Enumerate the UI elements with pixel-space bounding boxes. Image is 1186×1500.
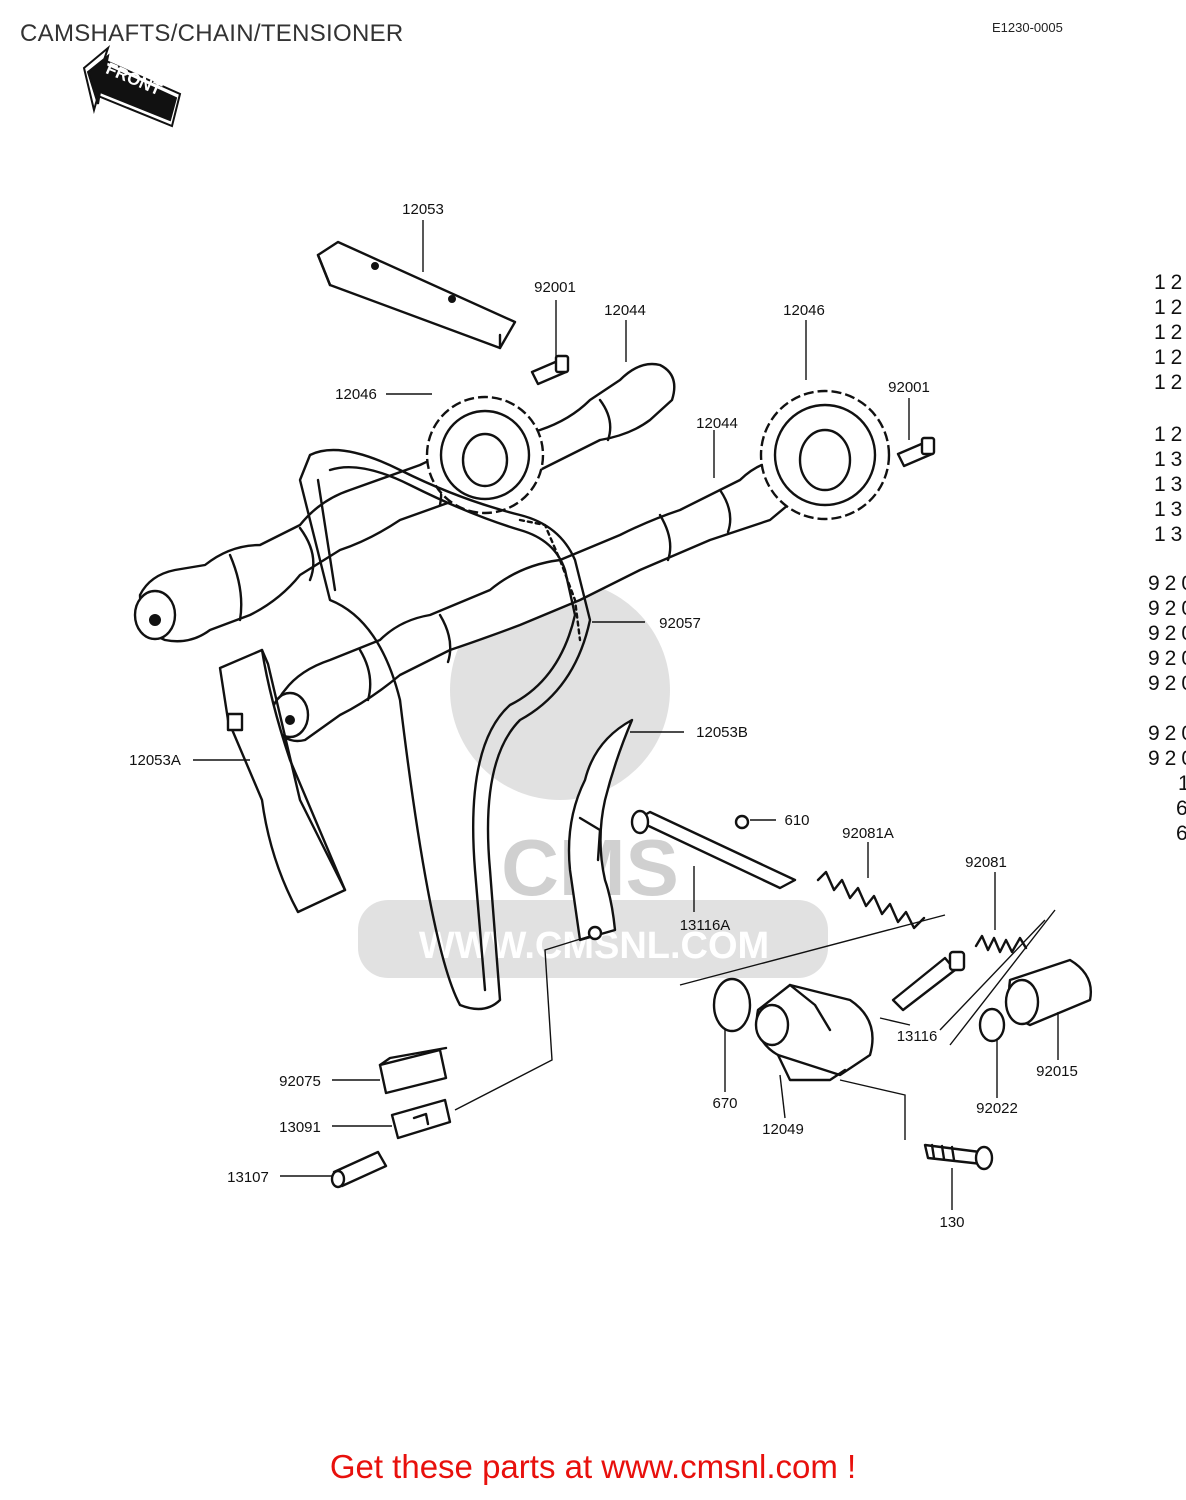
tensioner-spring-large xyxy=(816,870,926,930)
callout-12046-rear: 12046 xyxy=(335,386,377,403)
callout-92057: 92057 xyxy=(659,615,701,632)
callout-92075: 92075 xyxy=(279,1073,321,1090)
leader-lines xyxy=(193,220,1059,1210)
side-list-item: 920 xyxy=(1148,672,1186,695)
callout-670: 670 xyxy=(712,1095,737,1112)
callout-92081: 92081 xyxy=(965,854,1007,871)
sprocket-bolt-rear xyxy=(530,354,570,386)
side-list-item: 120 xyxy=(1154,346,1186,369)
callout-12049: 12049 xyxy=(762,1121,804,1138)
damper-holder xyxy=(390,1098,452,1140)
parts-diagram: CMS WWW.CMSNL.COM FRONT xyxy=(82,44,1186,1231)
side-list-item: 920 xyxy=(1148,622,1186,645)
o-ring xyxy=(712,977,752,1033)
side-list-item: 120 xyxy=(1154,371,1186,394)
tensioner-blade xyxy=(567,718,634,942)
tensioner-cap-bolt xyxy=(1004,958,1092,1027)
side-list-item: 920 xyxy=(1148,722,1186,745)
cam-chain xyxy=(298,448,592,1011)
washer xyxy=(978,1007,1006,1043)
side-list-item: 120 xyxy=(1154,271,1186,294)
callout-12044-rear: 12044 xyxy=(604,302,646,319)
callout-13116A: 13116A xyxy=(680,917,731,934)
callout-610: 610 xyxy=(784,812,809,829)
tensioner-push-rod xyxy=(630,809,797,890)
chain-guide-rear xyxy=(218,648,347,914)
callout-92015: 92015 xyxy=(1036,1063,1078,1080)
callout-12046-front: 12046 xyxy=(783,302,825,319)
side-list-item: 131 xyxy=(1154,523,1186,546)
sprocket-exhaust xyxy=(425,395,545,515)
sprocket-intake xyxy=(759,389,891,521)
callout-92001-front: 92001 xyxy=(888,379,930,396)
side-list-item: 920 xyxy=(1148,747,1186,770)
callout-92081A: 92081A xyxy=(842,825,894,842)
side-list-item: 920 xyxy=(1148,647,1186,670)
page-title: CAMSHAFTS/CHAIN/TENSIONER xyxy=(20,20,404,47)
callout-92022: 92022 xyxy=(976,1100,1018,1117)
side-list-item: 6 xyxy=(1176,797,1186,820)
housing-bolt xyxy=(923,1143,994,1171)
callout-13107: 13107 xyxy=(227,1169,269,1186)
side-list-item: 920 xyxy=(1148,572,1186,595)
callout-12053B: 12053B xyxy=(696,724,748,741)
damper-pin xyxy=(330,1150,388,1189)
callout-92001-rear: 92001 xyxy=(534,279,576,296)
side-list-item: 6 xyxy=(1176,822,1186,845)
side-list-item: 120 xyxy=(1154,321,1186,344)
callout-12053: 12053 xyxy=(402,201,444,218)
side-list-item: 1 xyxy=(1178,772,1186,795)
tensioner-spring-small xyxy=(974,934,1028,954)
sprocket-bolt-front xyxy=(896,436,936,468)
callout-12044-front: 12044 xyxy=(696,415,738,432)
callout-130: 130 xyxy=(939,1214,964,1231)
chain-guide-top xyxy=(316,240,517,350)
rubber-damper xyxy=(378,1046,448,1095)
callout-13091: 13091 xyxy=(279,1119,321,1136)
diagram-reference-code: E1230-0005 xyxy=(992,20,1063,35)
side-list-item: 120 xyxy=(1154,296,1186,319)
footer-link-text[interactable]: Get these parts at www.cmsnl.com ! xyxy=(329,1448,857,1485)
front-arrow: FRONT xyxy=(82,44,182,128)
side-list-item: 120 xyxy=(1154,423,1186,446)
explode-lines xyxy=(679,909,1056,1046)
tensioner-housing xyxy=(754,983,874,1082)
callout-12053A: 12053A xyxy=(129,752,181,769)
side-list-item: 131 xyxy=(1154,498,1186,521)
side-part-list: 120 120 120 120 120 120 130 131 131 131 … xyxy=(1148,271,1186,845)
callout-13116: 13116 xyxy=(897,1028,938,1045)
tensioner-rod xyxy=(891,950,966,1012)
side-list-item: 920 xyxy=(1148,597,1186,620)
side-list-item: 130 xyxy=(1154,448,1186,471)
side-list-item: 131 xyxy=(1154,473,1186,496)
